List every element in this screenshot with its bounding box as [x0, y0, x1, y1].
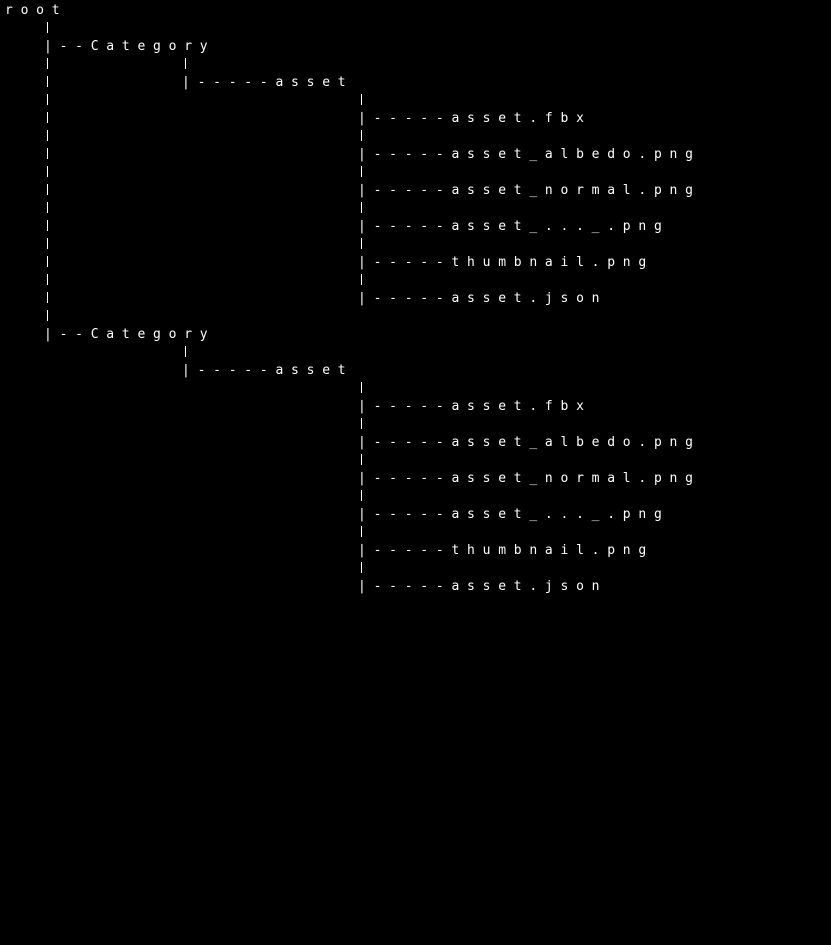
- file-2-5: |-----thumbnail.png: [358, 543, 654, 558]
- connector-pipe: [47, 166, 48, 177]
- connector-pipe: [47, 130, 48, 141]
- connector-pipe: [361, 94, 362, 105]
- connector-pipe: [185, 58, 186, 69]
- tree-root: root: [5, 3, 68, 18]
- file-1-3: |-----asset_normal.png: [358, 183, 701, 198]
- connector-pipe: [47, 256, 48, 267]
- connector-pipe: [47, 112, 48, 123]
- category-branch-2: |--Category: [44, 327, 216, 342]
- connector-pipe: [47, 292, 48, 303]
- connector-pipe: [47, 220, 48, 231]
- connector-pipe: [47, 274, 48, 285]
- connector-pipe: [47, 76, 48, 87]
- terminal-window: root |--Category |-----asset |-----asset…: [5, 3, 701, 594]
- file-1-6: |-----asset.json: [358, 291, 608, 306]
- connector-pipe: [47, 94, 48, 105]
- connector-pipe: [361, 202, 362, 213]
- file-2-2: |-----asset_albedo.png: [358, 435, 701, 450]
- connector-pipe: [361, 274, 362, 285]
- file-1-1: |-----asset.fbx: [358, 111, 592, 126]
- connector-pipe: [47, 202, 48, 213]
- connector-pipe: [361, 166, 362, 177]
- file-1-5: |-----thumbnail.png: [358, 255, 654, 270]
- connector-pipe: [47, 184, 48, 195]
- file-1-4: |-----asset_..._.png: [358, 219, 670, 234]
- connector-pipe: [47, 148, 48, 159]
- file-2-6: |-----asset.json: [358, 579, 608, 594]
- connector-pipe: [361, 454, 362, 465]
- connector-pipe: [47, 22, 48, 33]
- connector-pipe: [185, 346, 186, 357]
- file-2-3: |-----asset_normal.png: [358, 471, 701, 486]
- connector-pipe: [361, 526, 362, 537]
- asset-branch-1: |-----asset: [182, 75, 354, 90]
- category-branch-1: |--Category: [44, 39, 216, 54]
- connector-pipe: [361, 382, 362, 393]
- file-1-2: |-----asset_albedo.png: [358, 147, 701, 162]
- connector-pipe: [361, 130, 362, 141]
- connector-pipe: [361, 562, 362, 573]
- file-2-1: |-----asset.fbx: [358, 399, 592, 414]
- asset-branch-2: |-----asset: [182, 363, 354, 378]
- connector-pipe: [361, 238, 362, 249]
- connector-pipe: [47, 310, 48, 321]
- file-2-4: |-----asset_..._.png: [358, 507, 670, 522]
- connector-pipe: [47, 238, 48, 249]
- connector-pipe: [47, 58, 48, 69]
- connector-pipe: [361, 418, 362, 429]
- connector-pipe: [361, 490, 362, 501]
